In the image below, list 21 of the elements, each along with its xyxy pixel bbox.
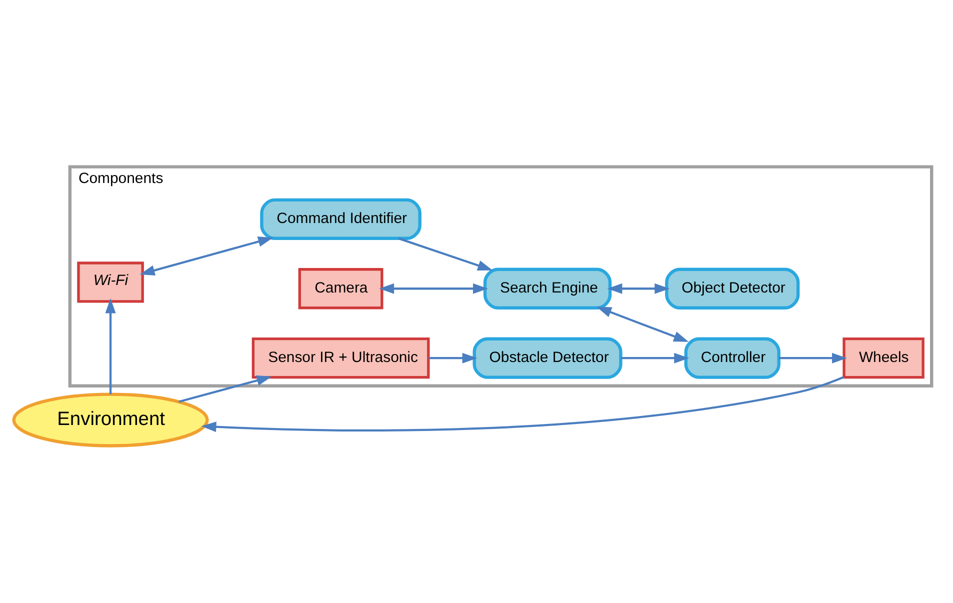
node-box: Command Identifier: [260, 198, 421, 240]
arrow: [620, 352, 689, 363]
node-box: Sensor IR + Ultrasonic: [251, 337, 430, 378]
node-box: Object Detector: [664, 267, 800, 309]
arrow: [378, 282, 488, 294]
node-box: Search Engine: [482, 267, 612, 309]
arrow: [596, 306, 688, 342]
node-box: Wheels: [842, 337, 924, 378]
arrow: [139, 236, 273, 275]
arrow: [398, 236, 492, 270]
arrow: [178, 374, 272, 402]
arrow: [104, 298, 116, 394]
node-box: Camera: [298, 268, 383, 309]
arrow: [606, 282, 670, 294]
arrow: [428, 352, 477, 363]
node-box: Wi-Fi: [76, 261, 144, 302]
node-box: Obstacle Detector: [472, 336, 622, 378]
node-box: Controller: [684, 336, 780, 378]
node-ellipse: Environment: [12, 392, 208, 447]
arrow: [778, 352, 846, 363]
arrow: [200, 375, 844, 432]
